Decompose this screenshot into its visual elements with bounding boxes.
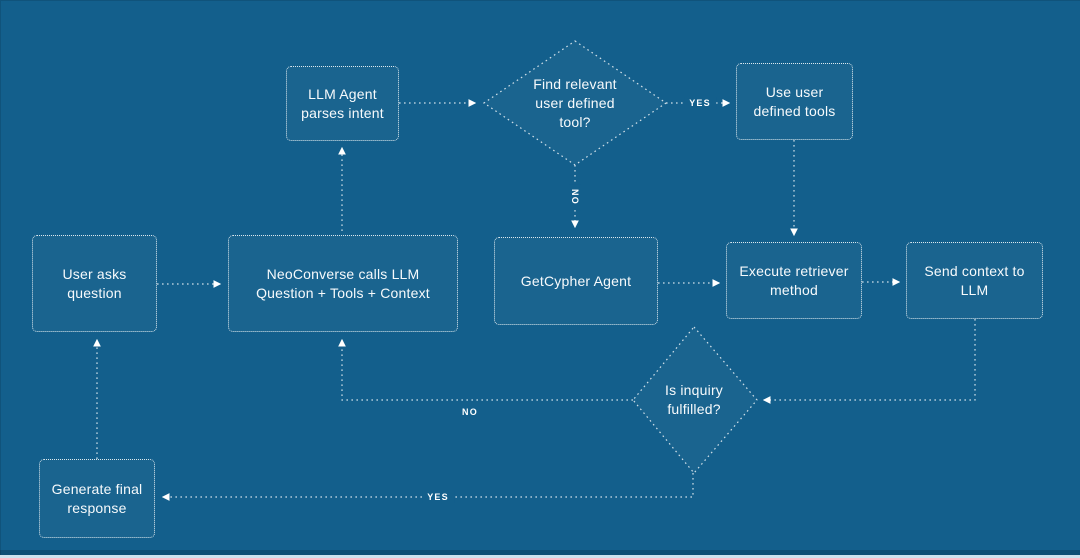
node-llm-agent-parses-intent: LLM Agent parses intent (286, 66, 399, 141)
node-user-asks-question: User asks question (32, 235, 157, 332)
decision-inquiry-fulfilled-label: Is inquiry fulfilled? (664, 382, 724, 417)
node-neoconverse-calls-llm: NeoConverse calls LLM Question + Tools +… (228, 235, 458, 332)
edge-label-yes-bottom: YES (422, 491, 454, 503)
node-execute-retriever-method: Execute retriever method (726, 242, 862, 319)
node-send-context-to-llm: Send context to LLM (906, 242, 1043, 319)
node-generate-final-response: Generate final response (39, 459, 155, 538)
window-bottom-shadow (0, 550, 1080, 555)
node-getcypher-agent: GetCypher Agent (494, 237, 658, 325)
edge-label-yes-top: YES (684, 97, 716, 109)
edge-label-no-vertical: NO (569, 184, 581, 210)
window-bottom-edge (0, 555, 1080, 558)
edge-label-no-bottom: NO (462, 407, 478, 417)
edge-send-context-to-inquiry (762, 319, 976, 404)
edge-inquiry-no-to-neoconverse (338, 338, 633, 401)
decision-find-tool-label: Find relevant user defined tool? (533, 75, 617, 130)
node-use-user-defined-tools: Use user defined tools (736, 63, 853, 140)
